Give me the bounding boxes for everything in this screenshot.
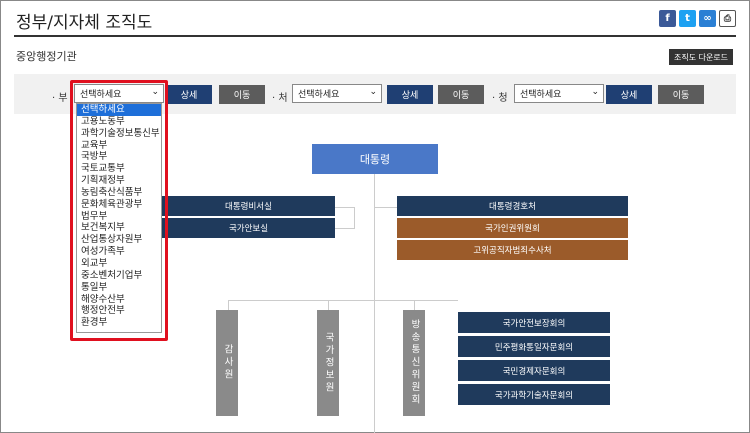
twitter-icon[interactable]: t bbox=[679, 10, 696, 27]
detail-button-cheong[interactable]: 상세 bbox=[606, 85, 652, 104]
org-node-right[interactable]: 국가인권위원회 bbox=[397, 218, 628, 238]
dropdown-option[interactable]: 국방부 bbox=[81, 151, 108, 163]
dropdown-option[interactable]: 법무부 bbox=[81, 210, 108, 222]
facebook-icon[interactable]: f bbox=[659, 10, 676, 27]
connector-line bbox=[354, 207, 355, 229]
share-bar: f t ∞ ⎙ bbox=[659, 10, 736, 27]
connector-line bbox=[328, 300, 329, 310]
download-chart-button[interactable]: 조직도 다운로드 bbox=[669, 49, 733, 65]
dropdown-option[interactable]: 산업통상자원부 bbox=[81, 234, 143, 246]
dropdown-option[interactable]: 중소벤처기업부 bbox=[81, 269, 143, 281]
org-node-president[interactable]: 대통령 bbox=[312, 144, 438, 174]
connector-line bbox=[374, 207, 398, 208]
dropdown-option[interactable]: 농림축산식품부 bbox=[81, 186, 143, 198]
page-title: 정부/지자체 조직도 bbox=[16, 13, 153, 33]
dropdown-option[interactable]: 기획재정부 bbox=[81, 175, 125, 187]
org-node-right[interactable]: 대통령경호처 bbox=[397, 196, 628, 216]
link-icon[interactable]: ∞ bbox=[699, 10, 716, 27]
dropdown-option[interactable]: 문화체육관광부 bbox=[81, 198, 143, 210]
select-bu[interactable]: 선택하세요⌄ bbox=[74, 84, 164, 103]
chevron-down-icon: ⌄ bbox=[151, 87, 159, 97]
select-cheo[interactable]: 선택하세요⌄ bbox=[292, 84, 382, 103]
org-node-council[interactable]: 국민경제자문회의 bbox=[458, 360, 610, 381]
chevron-down-icon: ⌄ bbox=[369, 87, 377, 97]
org-node-vertical[interactable]: 국가정보원 bbox=[317, 310, 339, 416]
org-node-vertical[interactable]: 방송통신위원회 bbox=[403, 310, 425, 416]
move-button-cheo[interactable]: 이동 bbox=[438, 85, 484, 104]
dropdown-option[interactable]: 통일부 bbox=[81, 281, 108, 293]
dropdown-option[interactable]: 과학기술정보통신부 bbox=[81, 127, 160, 139]
print-icon[interactable]: ⎙ bbox=[719, 10, 736, 27]
connector-line bbox=[335, 207, 355, 208]
dropdown-option[interactable]: 외교부 bbox=[81, 257, 108, 269]
filter-label-bu: · 부 bbox=[52, 93, 68, 104]
dropdown-option[interactable]: 보건복지부 bbox=[81, 222, 125, 234]
org-node-council[interactable]: 민주평화통일자문회의 bbox=[458, 336, 610, 357]
org-node-vertical[interactable]: 감사원 bbox=[216, 310, 238, 416]
title-divider bbox=[14, 35, 736, 37]
org-node-council[interactable]: 국가과학기술자문회의 bbox=[458, 384, 610, 405]
dropdown-option[interactable]: 환경부 bbox=[81, 317, 108, 329]
section-title: 중앙행정기관 bbox=[16, 50, 77, 63]
org-node-council[interactable]: 국가안전보장회의 bbox=[458, 312, 610, 333]
connector-line bbox=[228, 300, 458, 301]
connector-line bbox=[335, 228, 355, 229]
detail-button-cheo[interactable]: 상세 bbox=[387, 85, 433, 104]
highlight-box bbox=[70, 80, 168, 341]
dropdown-option[interactable]: 선택하세요 bbox=[77, 104, 161, 116]
dropdown-option[interactable]: 행정안전부 bbox=[81, 305, 125, 317]
dropdown-option[interactable]: 교육부 bbox=[81, 139, 108, 151]
connector-line bbox=[228, 300, 229, 310]
dropdown-option[interactable]: 해양수산부 bbox=[81, 293, 125, 305]
org-node-left[interactable]: 국가안보실 bbox=[162, 218, 335, 238]
dropdown-list-bu[interactable]: 선택하세요 고용노동부 과학기술정보통신부 교육부 국방부 국토교통부 기획재정… bbox=[76, 103, 162, 333]
org-node-right[interactable]: 고위공직자범죄수사처 bbox=[397, 240, 628, 260]
detail-button-bu[interactable]: 상세 bbox=[166, 85, 212, 104]
move-button-bu[interactable]: 이동 bbox=[219, 85, 265, 104]
filter-label-cheong: · 청 bbox=[492, 93, 508, 104]
chevron-down-icon: ⌄ bbox=[591, 87, 599, 97]
select-cheong[interactable]: 선택하세요⌄ bbox=[514, 84, 604, 103]
org-node-left[interactable]: 대통령비서실 bbox=[162, 196, 335, 216]
connector-line bbox=[414, 300, 415, 310]
dropdown-option[interactable]: 고용노동부 bbox=[81, 115, 125, 127]
connector-line bbox=[374, 174, 375, 433]
dropdown-option[interactable]: 국토교통부 bbox=[81, 163, 125, 175]
filter-label-cheo: · 처 bbox=[272, 93, 288, 104]
move-button-cheong[interactable]: 이동 bbox=[658, 85, 704, 104]
dropdown-option[interactable]: 여성가족부 bbox=[81, 246, 125, 258]
